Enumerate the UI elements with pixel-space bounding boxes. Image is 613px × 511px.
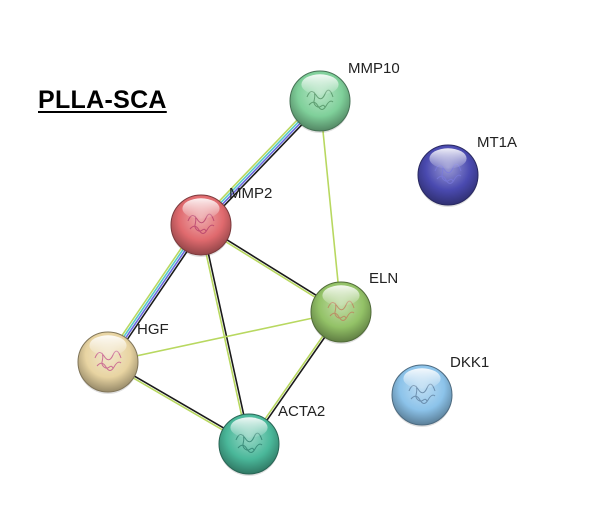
edge-channel [199,224,249,446]
node-hgf[interactable] [77,331,139,394]
node-highlight [429,148,467,169]
node-eln[interactable] [310,281,372,344]
edge-mmp2-acta2[interactable] [199,223,251,446]
node-layer [77,70,479,476]
node-label-mt1a: MT1A [477,134,517,151]
edge-mmp10-eln[interactable] [319,100,342,313]
node-mmp2[interactable] [170,194,232,257]
node-acta2[interactable] [218,413,280,476]
node-label-mmp10: MMP10 [348,60,400,77]
node-mt1a[interactable] [417,144,479,207]
node-highlight [182,198,220,219]
node-highlight [301,74,339,95]
edge-channel [319,100,342,313]
node-mmp10[interactable] [289,70,351,133]
edge-layer [104,97,343,446]
node-highlight [403,368,441,389]
node-label-dkk1: DKK1 [450,354,489,371]
node-label-mmp2: MMP2 [229,185,272,202]
node-label-eln: ELN [369,270,398,287]
node-label-hgf: HGF [137,321,169,338]
node-highlight [230,417,268,438]
node-dkk1[interactable] [391,364,453,427]
node-highlight [322,285,360,306]
node-label-acta2: ACTA2 [278,403,325,420]
edge-hgf-eln[interactable] [107,311,342,363]
node-highlight [89,335,127,356]
edge-channel [107,311,342,363]
edge-channel [201,223,251,445]
panel-title: PLLA-SCA [38,86,167,114]
